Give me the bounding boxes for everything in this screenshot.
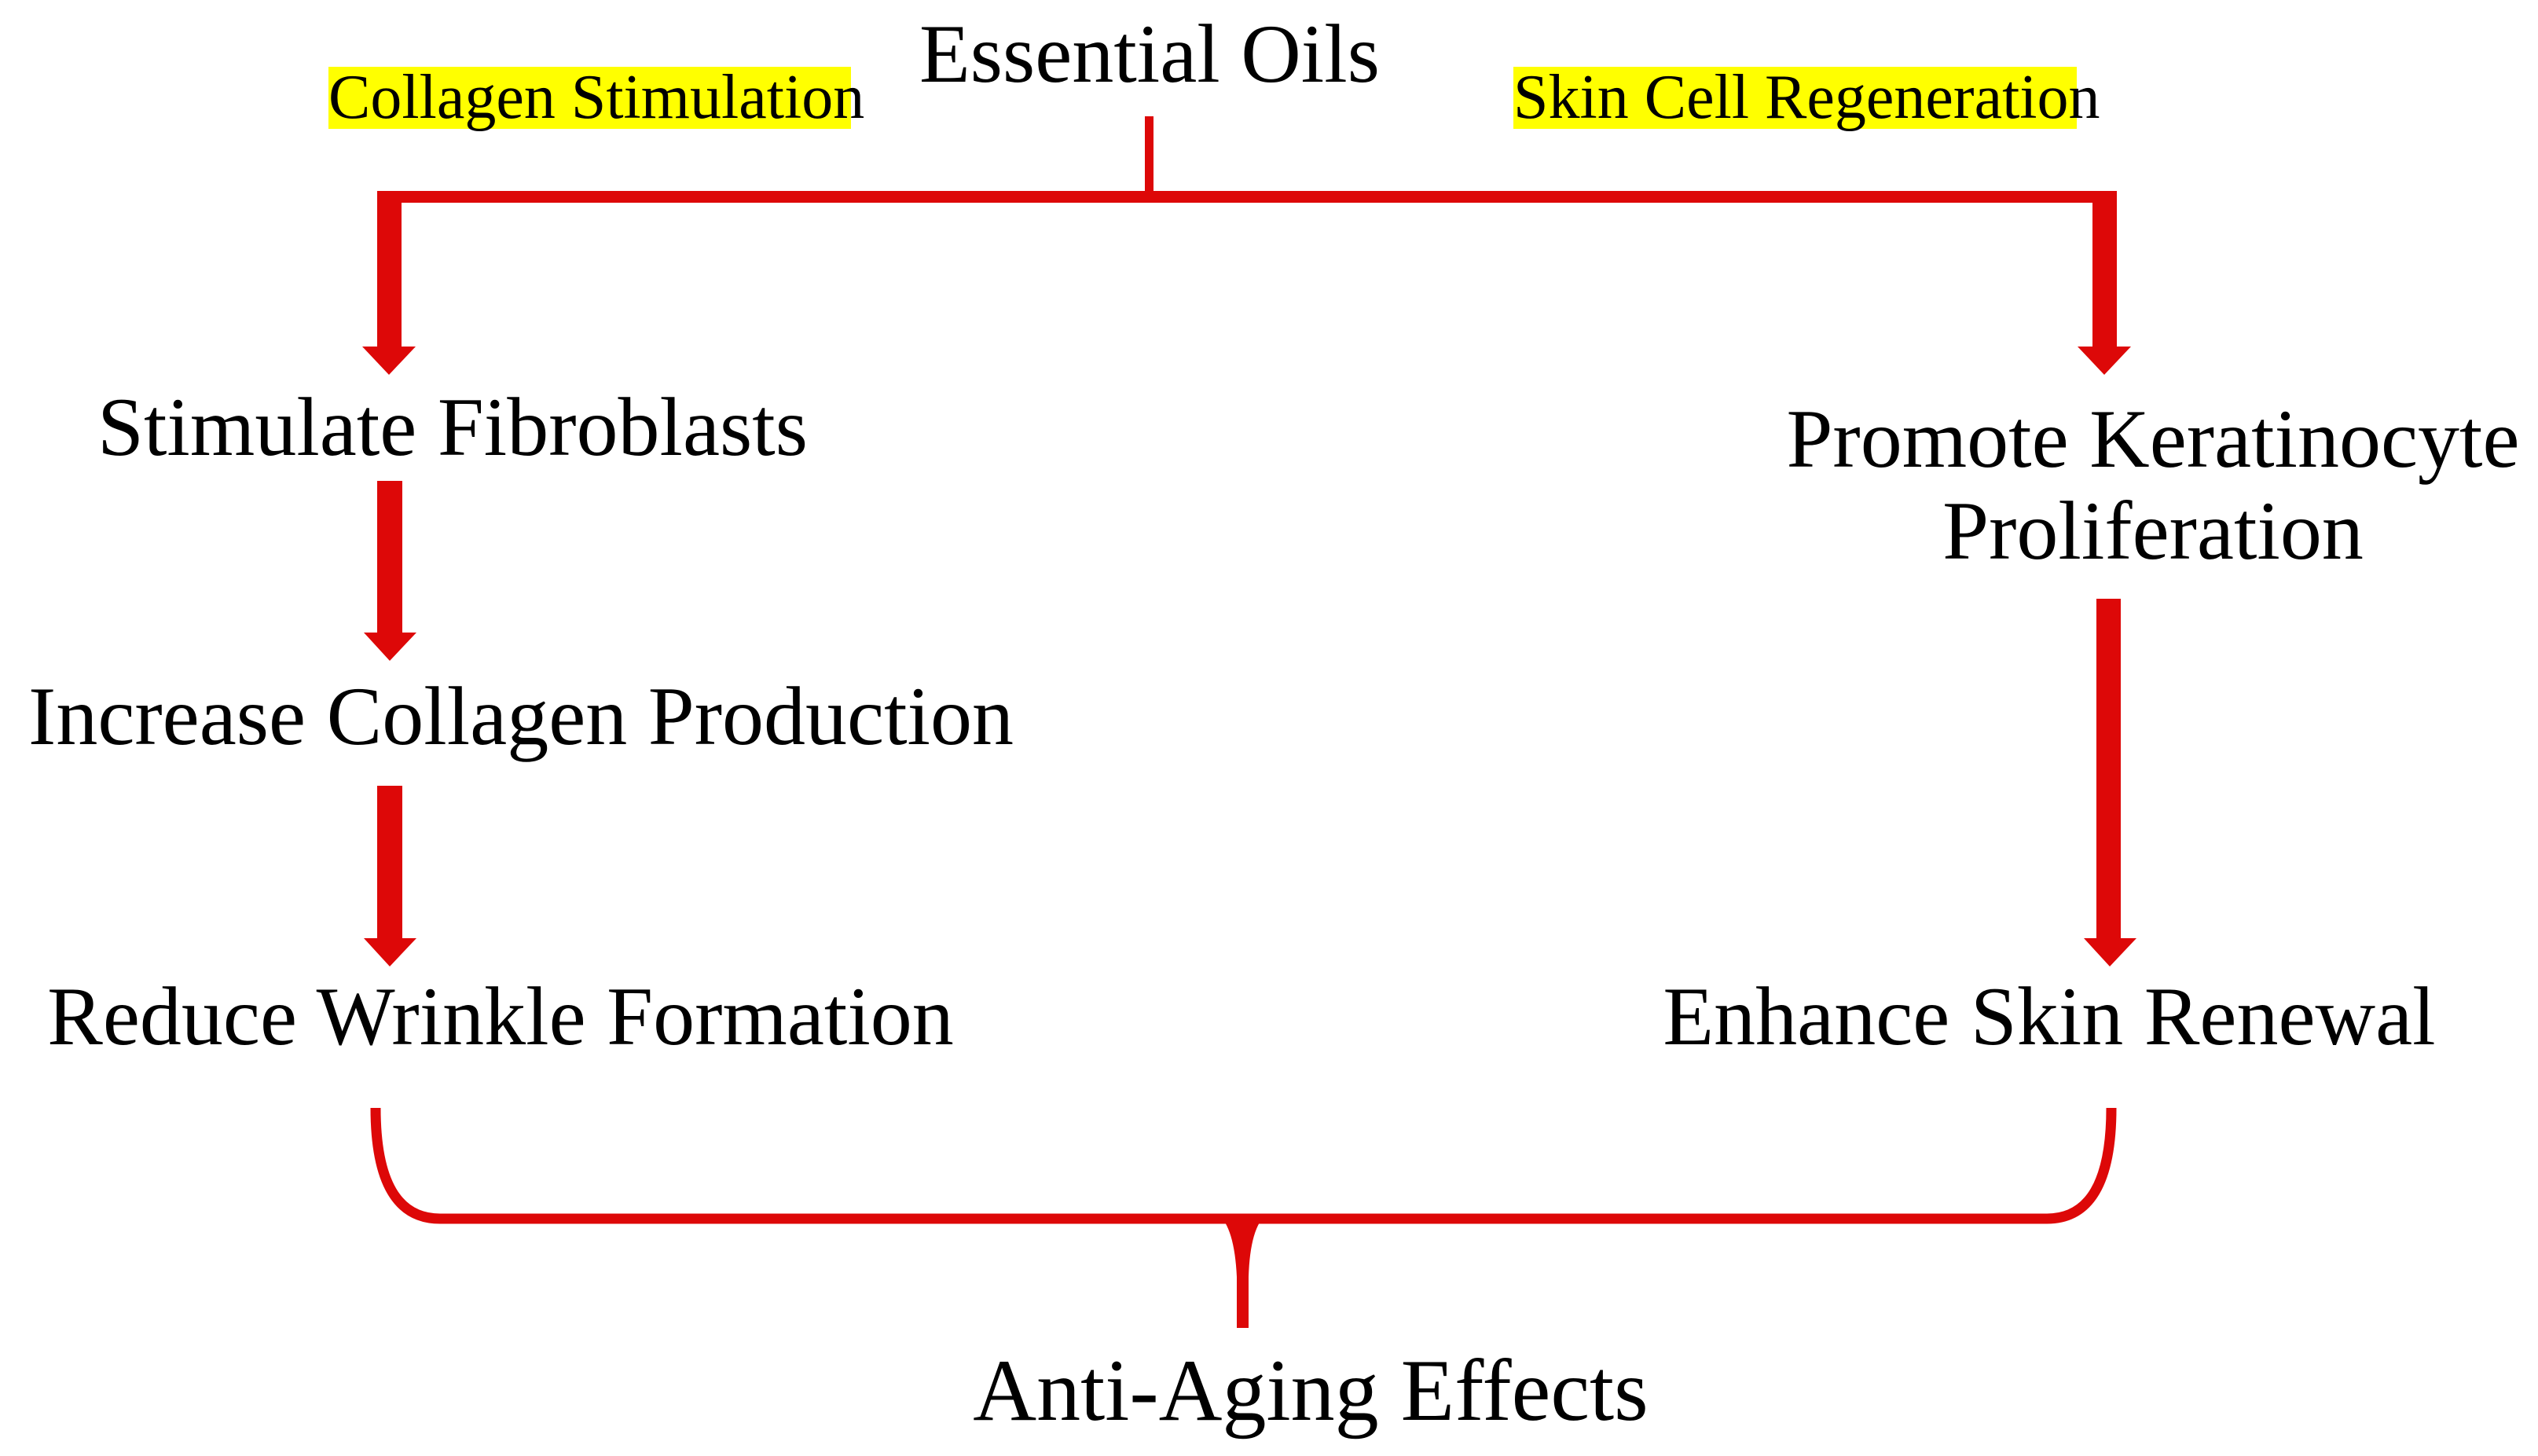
node-stimulate-fibroblasts: Stimulate Fibroblasts <box>97 381 808 473</box>
node-reduce-wrinkle-formation: Reduce Wrinkle Formation <box>47 970 954 1062</box>
branch-label-skin-cell-regeneration: Skin Cell Regeneration <box>1513 63 2100 132</box>
outcome-anti-aging-effects: Anti-Aging Effects <box>973 1342 1649 1439</box>
brace-center-tick <box>1218 1214 1267 1328</box>
arrow-left-3-head-icon <box>364 938 416 966</box>
node-enhance-skin-renewal: Enhance Skin Renewal <box>1663 970 2436 1062</box>
arrow-left-1-shaft <box>377 191 402 347</box>
title-stub-line <box>1145 116 1153 199</box>
brace-curve <box>370 1107 2117 1224</box>
arrow-right-2-shaft <box>2096 599 2121 940</box>
node-increase-collagen-production: Increase Collagen Production <box>28 670 1014 762</box>
split-line <box>377 191 2117 203</box>
arrow-right-1-shaft <box>2092 191 2117 347</box>
arrow-left-1-head-icon <box>362 347 416 375</box>
arrow-right-2-head-icon <box>2084 938 2136 966</box>
arrow-left-3-shaft <box>377 786 402 940</box>
diagram-title: Essential Oils <box>919 8 1380 100</box>
node-promote-keratinocyte-proliferation: Promote Keratinocyte Proliferation <box>1786 393 2520 577</box>
arrow-right-1-head-icon <box>2078 347 2131 375</box>
arrow-left-2-shaft <box>377 481 402 634</box>
arrow-left-2-head-icon <box>364 633 416 661</box>
branch-label-collagen-stimulation: Collagen Stimulation <box>328 63 865 132</box>
